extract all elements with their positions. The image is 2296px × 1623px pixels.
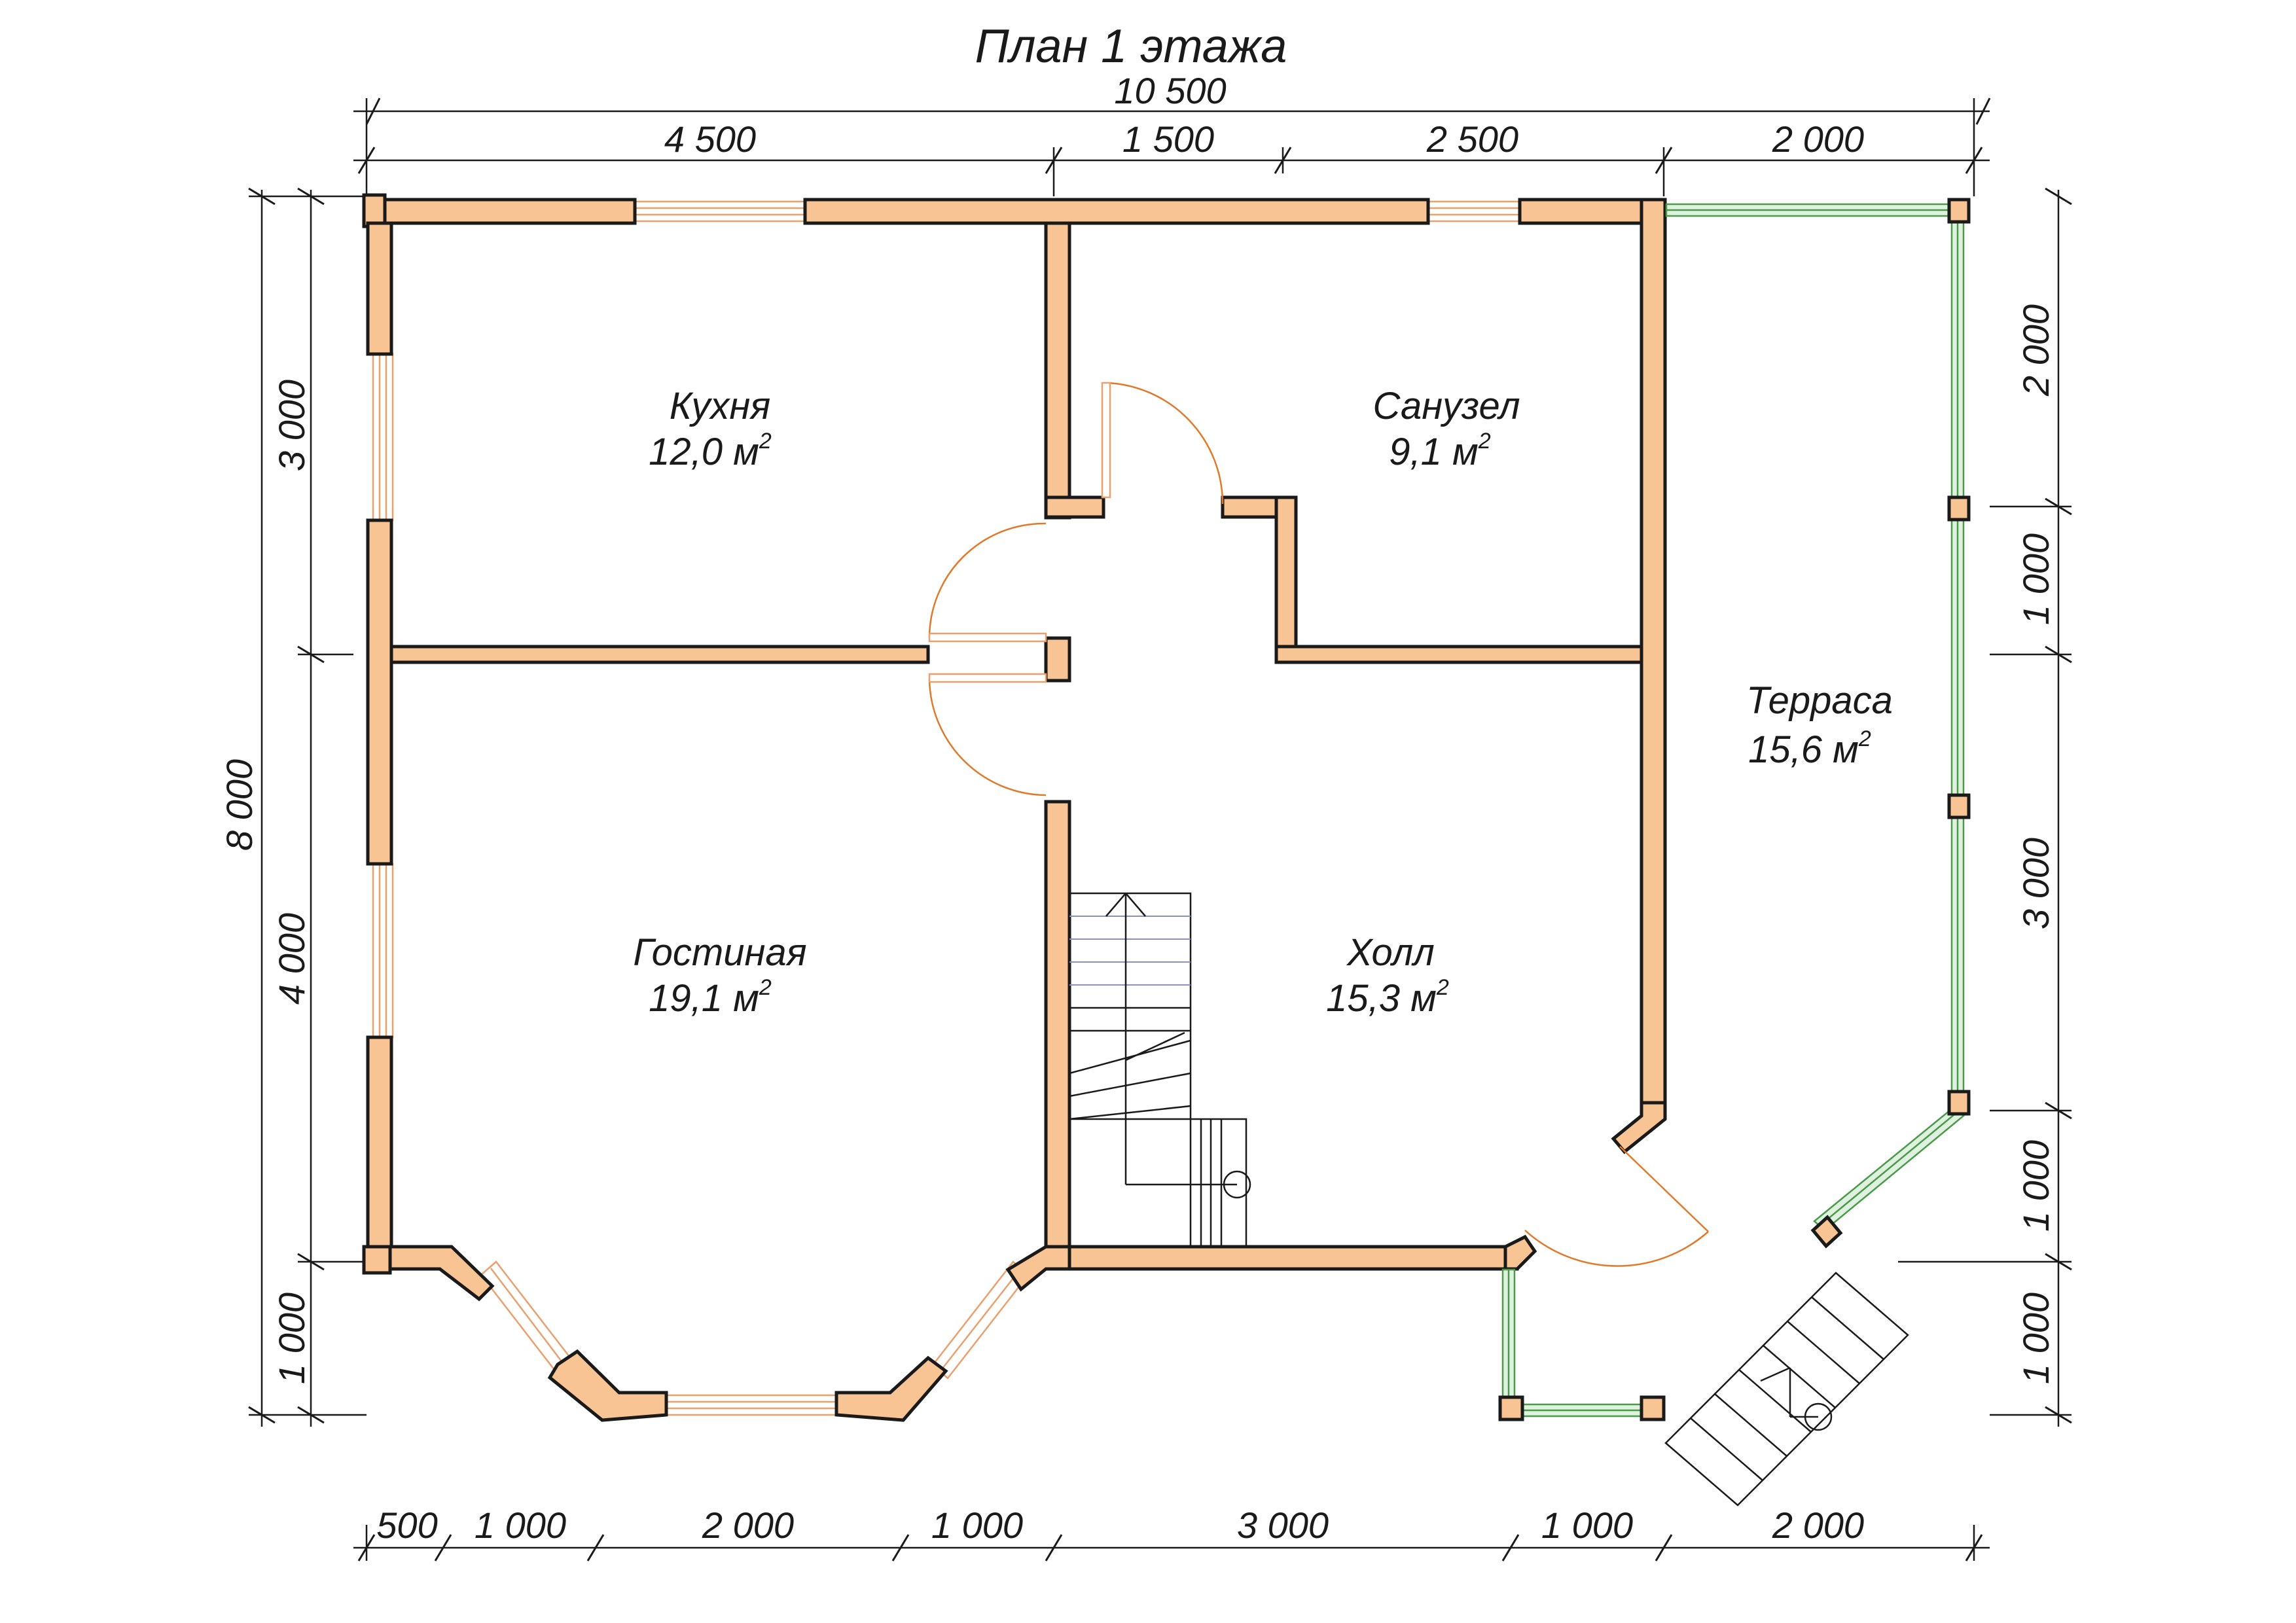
svg-text:Холл: Холл bbox=[1346, 931, 1435, 974]
dim-bottom-7: 2 000 bbox=[1772, 1505, 1864, 1546]
dim-right-2: 1 000 bbox=[2015, 533, 2056, 625]
dim-top-total: 10 500 bbox=[1114, 70, 1226, 111]
dim-right-4: 1 000 bbox=[2015, 1140, 2056, 1232]
dim-bottom-1: 500 bbox=[376, 1505, 437, 1546]
room-terrace: Терраса 15,6 м2 bbox=[1746, 679, 1893, 771]
svg-text:19,1 м2: 19,1 м2 bbox=[649, 975, 772, 1020]
svg-text:9,1 м2: 9,1 м2 bbox=[1389, 429, 1491, 473]
doors bbox=[928, 382, 1709, 1267]
svg-text:Терраса: Терраса bbox=[1746, 679, 1893, 722]
dim-top-4: 2 000 bbox=[1772, 118, 1864, 160]
dim-left-3: 1 000 bbox=[271, 1293, 312, 1384]
room-hall: Холл 15,3 м2 bbox=[1326, 931, 1449, 1020]
svg-text:Кухня: Кухня bbox=[670, 385, 770, 427]
svg-text:Гостиная: Гостиная bbox=[633, 931, 806, 974]
plan-title: План 1 этажа bbox=[975, 20, 1287, 73]
dim-top-2: 1 500 bbox=[1122, 118, 1214, 160]
svg-text:12,0 м2: 12,0 м2 bbox=[649, 429, 772, 473]
svg-text:15,3 м2: 15,3 м2 bbox=[1326, 975, 1449, 1020]
svg-text:Санузел: Санузел bbox=[1372, 385, 1520, 427]
dim-top-1: 4 500 bbox=[664, 118, 756, 160]
svg-text:15,6 м2: 15,6 м2 bbox=[1748, 726, 1871, 771]
dim-bottom-6: 1 000 bbox=[1541, 1505, 1633, 1546]
right-dimensions: 2 000 1 000 3 000 1 000 1 000 bbox=[1898, 187, 2072, 1427]
dim-left-1: 3 000 bbox=[271, 380, 312, 471]
room-kitchen: Кухня 12,0 м2 bbox=[649, 385, 772, 473]
dim-right-5: 1 000 bbox=[2015, 1293, 2056, 1384]
terrace-steps bbox=[1664, 1272, 1909, 1507]
dim-bottom-3: 2 000 bbox=[702, 1505, 794, 1546]
room-labels: Кухня 12,0 м2 Санузел 9,1 м2 Терраса 15,… bbox=[633, 385, 1893, 1020]
left-dimensions: 8 000 3 000 4 000 1 000 bbox=[219, 187, 367, 1427]
bottom-dimensions: 500 1 000 2 000 1 000 3 000 1 000 2 000 bbox=[353, 1505, 1990, 1561]
dim-left-total: 8 000 bbox=[219, 759, 260, 851]
dim-bottom-2: 1 000 bbox=[475, 1505, 566, 1546]
dim-bottom-5: 3 000 bbox=[1237, 1505, 1329, 1546]
dim-top-3: 2 500 bbox=[1426, 118, 1518, 160]
walls bbox=[362, 193, 1667, 1422]
windows bbox=[372, 200, 1521, 1416]
terrace bbox=[1498, 198, 1971, 1421]
dim-bottom-4: 1 000 bbox=[931, 1505, 1023, 1546]
interior-stairs bbox=[1068, 892, 1251, 1248]
dim-right-1: 2 000 bbox=[2015, 304, 2056, 397]
dim-right-3: 3 000 bbox=[2015, 838, 2056, 929]
room-bathroom: Санузел 9,1 м2 bbox=[1372, 385, 1520, 473]
room-living: Гостиная 19,1 м2 bbox=[633, 931, 806, 1020]
dim-left-2: 4 000 bbox=[271, 913, 312, 1005]
top-dimensions: 10 500 4 500 1 500 2 500 2 000 bbox=[353, 70, 1991, 196]
